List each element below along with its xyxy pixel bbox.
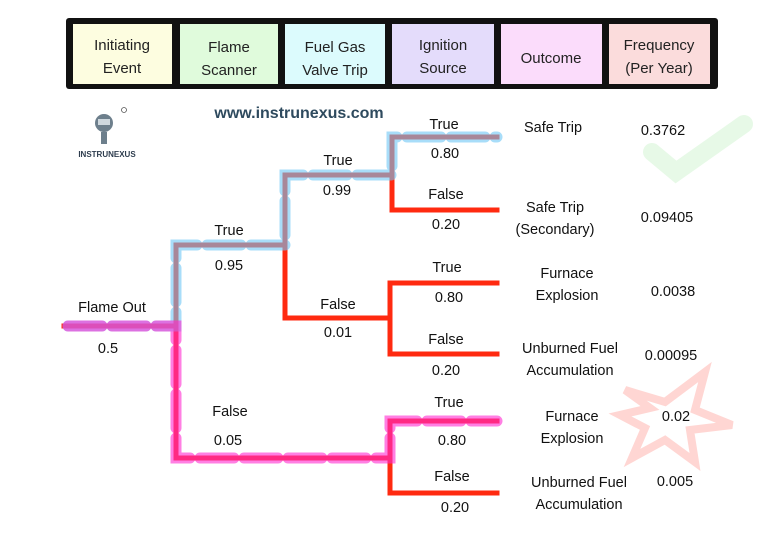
svg-text:Explosion: Explosion — [541, 431, 604, 447]
svg-text:0.80: 0.80 — [431, 146, 459, 162]
svg-text:Valve Trip: Valve Trip — [302, 62, 368, 79]
svg-text:Explosion: Explosion — [536, 288, 599, 304]
svg-text:Accumulation: Accumulation — [535, 497, 622, 513]
svg-text:0.80: 0.80 — [435, 290, 463, 306]
svg-text:True: True — [434, 395, 463, 411]
svg-text:Ignition: Ignition — [419, 37, 467, 54]
svg-text:0.5: 0.5 — [98, 341, 118, 357]
header-cell-frequency: Frequency (Per Year) — [609, 24, 710, 84]
svg-text:0.99: 0.99 — [323, 183, 351, 199]
svg-text:Fuel Gas: Fuel Gas — [305, 39, 366, 56]
svg-text:False: False — [212, 404, 247, 420]
header-table: Initiating Event Flame Scanner Fuel Gas … — [66, 18, 718, 89]
header-cell-fuel-gas-valve-trip: Fuel Gas Valve Trip — [285, 24, 385, 84]
svg-text:Accumulation: Accumulation — [526, 363, 613, 379]
safe-path-highlight — [62, 131, 503, 332]
svg-text:Flame: Flame — [208, 39, 250, 56]
instrunexus-logo: INSTRUNEXUS — [78, 107, 136, 159]
svg-text:Flame Out: Flame Out — [78, 300, 146, 316]
hazard-path-highlight — [62, 320, 503, 464]
svg-text:False: False — [434, 469, 469, 485]
svg-text:True: True — [323, 153, 352, 169]
svg-text:0.05: 0.05 — [214, 433, 242, 449]
svg-text:0.20: 0.20 — [432, 217, 460, 233]
svg-text:True: True — [214, 223, 243, 239]
header-cell-initiating-event: Initiating Event — [73, 24, 172, 84]
frequency-3: 0.0038 — [651, 284, 695, 300]
outcome-2: Safe Trip — [526, 200, 584, 216]
svg-text:False: False — [320, 297, 355, 313]
svg-text:0.01: 0.01 — [324, 325, 352, 341]
outcome-1: Safe Trip — [524, 120, 582, 136]
svg-text:0.80: 0.80 — [438, 433, 466, 449]
outcome-3: Furnace — [540, 266, 593, 282]
svg-text:(Secondary): (Secondary) — [516, 222, 595, 238]
frequencies: 0.3762 0.09405 0.0038 0.00095 0.02 0.005 — [641, 123, 697, 490]
frequency-1: 0.3762 — [641, 123, 685, 139]
outcome-4: Unburned Fuel — [522, 341, 618, 357]
svg-text:Frequency: Frequency — [624, 37, 695, 54]
website-url: www.instrunexus.com — [213, 105, 383, 122]
svg-text:True: True — [429, 117, 458, 133]
frequency-2: 0.09405 — [641, 210, 693, 226]
branch-labels: Flame Out 0.5 True 0.95 False 0.05 True … — [78, 117, 470, 516]
header-cell-flame-scanner: Flame Scanner — [180, 24, 278, 84]
svg-text:Outcome: Outcome — [521, 50, 582, 67]
header-cell-ignition-source: Ignition Source — [392, 24, 494, 84]
outcomes: Safe Trip Safe Trip (Secondary) Furnace … — [516, 120, 627, 513]
outcome-6: Unburned Fuel — [531, 475, 627, 491]
frequency-5: 0.02 — [662, 409, 690, 425]
svg-text:True: True — [432, 260, 461, 276]
svg-text:Event: Event — [103, 60, 142, 77]
header-cell-outcome: Outcome — [501, 24, 602, 84]
outcome-5: Furnace — [545, 409, 598, 425]
svg-text:(Per Year): (Per Year) — [625, 60, 693, 77]
svg-text:False: False — [428, 332, 463, 348]
svg-text:False: False — [428, 187, 463, 203]
frequency-4: 0.00095 — [645, 348, 697, 364]
checkmark-icon — [643, 115, 753, 184]
svg-text:Source: Source — [419, 60, 467, 77]
frequency-6: 0.005 — [657, 474, 693, 490]
svg-text:0.20: 0.20 — [432, 363, 460, 379]
svg-text:Initiating: Initiating — [94, 37, 150, 54]
svg-text:Scanner: Scanner — [201, 62, 257, 79]
svg-text:INSTRUNEXUS: INSTRUNEXUS — [78, 150, 136, 159]
explosion-burst-icon — [608, 361, 734, 471]
svg-text:0.20: 0.20 — [441, 500, 469, 516]
svg-text:0.95: 0.95 — [215, 258, 243, 274]
